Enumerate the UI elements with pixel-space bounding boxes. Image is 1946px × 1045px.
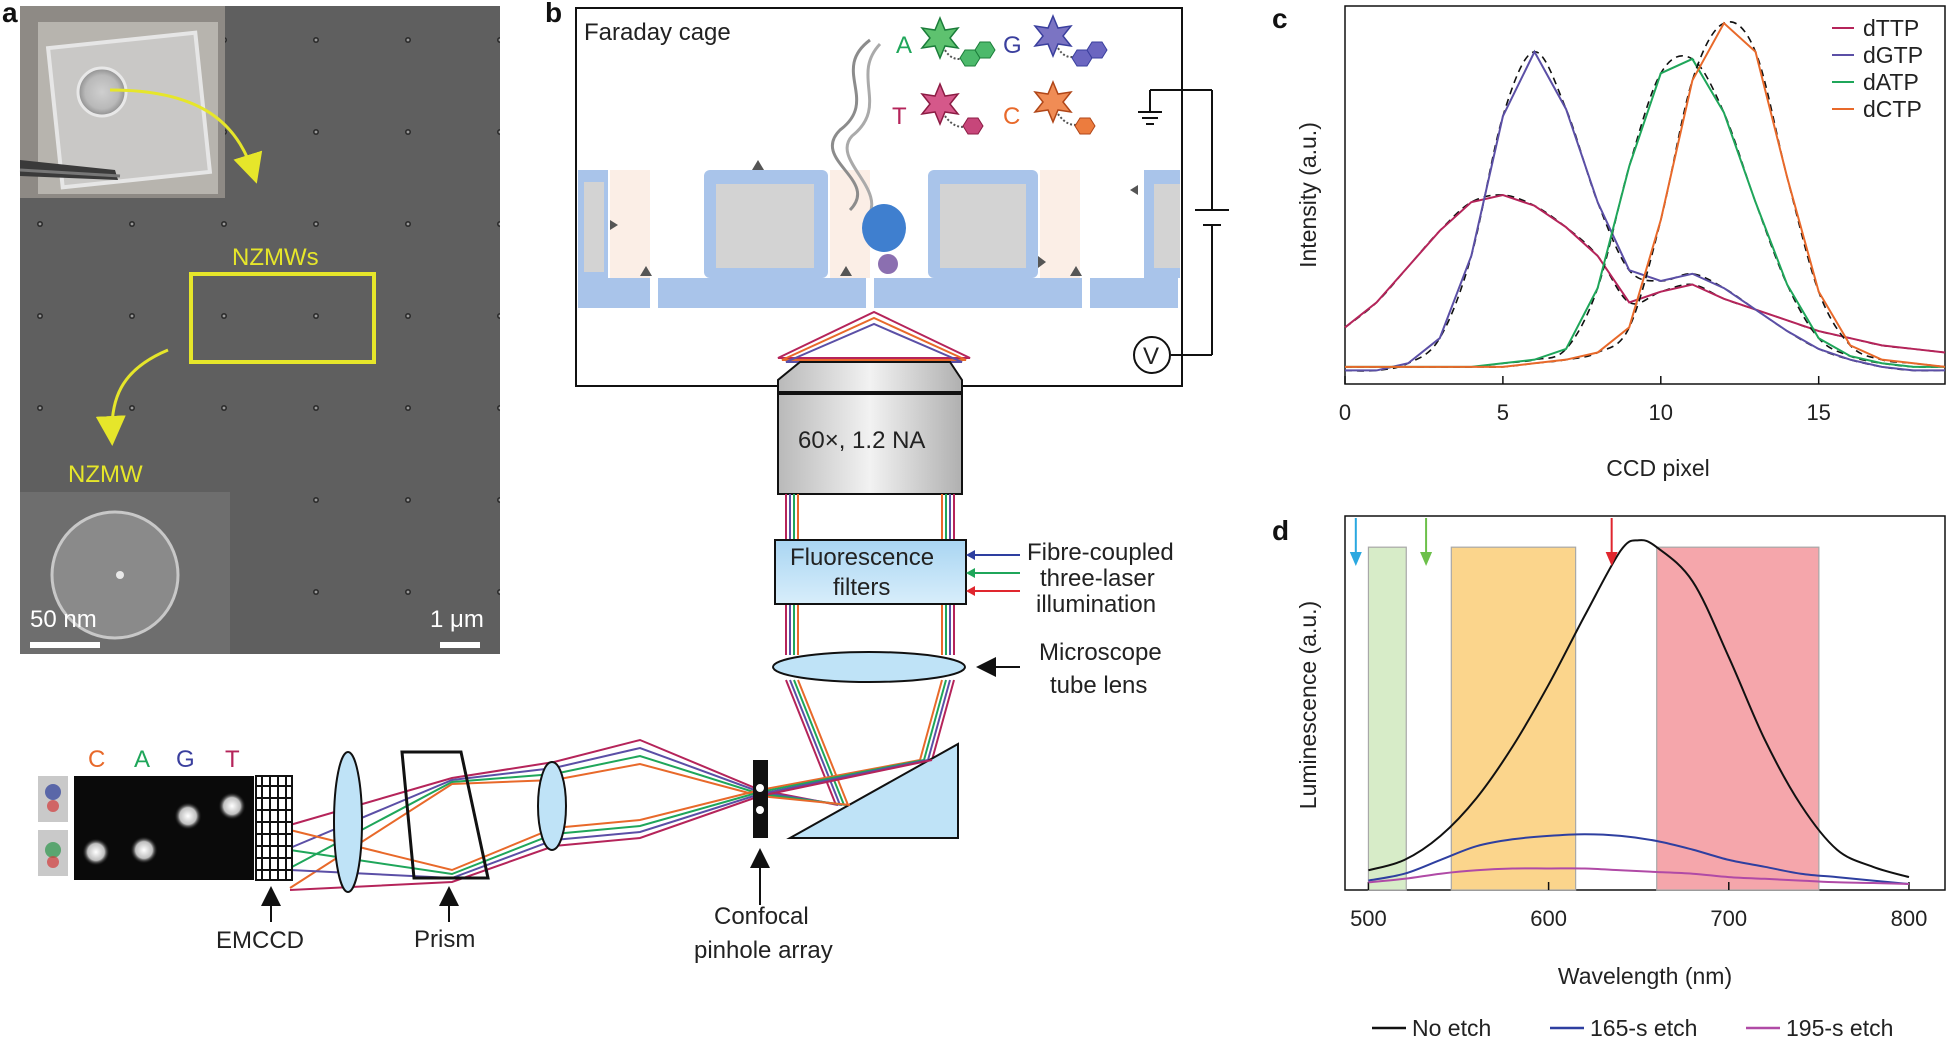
panel-a: a NZMWs NZMW 50 nm 1 μm xyxy=(2,0,500,654)
tube-label-2: tube lens xyxy=(1050,672,1147,699)
nucleotide-a: A xyxy=(896,32,912,59)
chart-d-laser-arrowhead-2 xyxy=(1605,552,1618,566)
chip-photo-inset xyxy=(19,6,225,198)
filters-label-2: filters xyxy=(833,574,890,601)
pinhole-label-2: pinhole array xyxy=(694,937,833,964)
chart-d-series-0 xyxy=(1368,539,1910,879)
nucleotide-c: C xyxy=(1003,103,1020,130)
chart-c-tick-label-3: 15 xyxy=(1806,400,1830,425)
tube-label-1: Microscope xyxy=(1039,639,1162,666)
filters-label-1: Fluorescence xyxy=(790,544,934,571)
chart-d-legend-label-1: 165-s etch xyxy=(1590,1015,1697,1041)
panel-b-letter: b xyxy=(545,0,562,28)
chart-d-series xyxy=(1368,539,1910,885)
chart-d-frame xyxy=(1344,515,1946,891)
pinhole-array xyxy=(753,760,768,838)
nucleotide-g: G xyxy=(1003,32,1022,59)
chart-d-tick-label-1: 600 xyxy=(1530,906,1567,931)
panel-d-chart: d 500 600 700 800 No etch 165-s etch 195-s et… xyxy=(1272,515,1946,1041)
laser-label-3: illumination xyxy=(1036,591,1156,618)
mirror-prism xyxy=(786,742,959,839)
chart-c-legend-label-2: dATP xyxy=(1863,69,1919,95)
objective-label: 60×, 1.2 NA xyxy=(798,427,925,454)
scale-large-label: 1 μm xyxy=(430,606,484,633)
laser-label-1: Fibre-coupled xyxy=(1027,539,1174,566)
circuit xyxy=(1138,89,1229,356)
laser-arrows xyxy=(966,550,1020,596)
nucleotide-legend: A G T C xyxy=(892,14,1108,135)
chart-c-legend-label-3: dCTP xyxy=(1863,96,1922,122)
chart-c-legend-label-1: dGTP xyxy=(1863,42,1923,68)
nzmw-zoom-arrow xyxy=(95,348,169,446)
ccd-letter-a: A xyxy=(134,746,150,773)
ccd-letter-t: T xyxy=(225,746,240,773)
chart-d-legend-label-0: No etch xyxy=(1412,1015,1491,1041)
chart-c-frame xyxy=(1344,5,1946,385)
voltmeter-label: V xyxy=(1143,343,1159,370)
chart-d-bands xyxy=(1367,546,1820,891)
panel-c-letter: c xyxy=(1272,3,1288,34)
pinhole-label-1: Confocal xyxy=(714,903,809,930)
laser-label-2: three-laser xyxy=(1040,565,1155,592)
chart-d-tick-label-3: 800 xyxy=(1891,906,1928,931)
nucleotide-t: T xyxy=(892,103,907,130)
objective-lens xyxy=(777,310,971,495)
chart-c-x-ticks: 0 5 10 15 xyxy=(1339,376,1831,425)
tube-lens xyxy=(772,651,966,683)
chart-d-band-0 xyxy=(1367,546,1407,891)
chart-d-series-1 xyxy=(1368,833,1910,885)
chart-d-legend: No etch 165-s etch 195-s etch xyxy=(1372,1015,1893,1041)
photo-to-chip-arrow xyxy=(109,88,263,184)
ccd-letter-g: G xyxy=(176,746,195,773)
chart-c-series-dCTP xyxy=(1345,21,1946,368)
faraday-cage-label: Faraday cage xyxy=(584,19,731,46)
panel-a-letter: a xyxy=(2,0,18,28)
chart-d-tick-label-2: 700 xyxy=(1710,906,1747,931)
scale-small-bar xyxy=(30,642,100,648)
scale-small-label: 50 nm xyxy=(30,606,97,633)
nzmws-label: NZMWs xyxy=(232,244,319,271)
chart-d-laser-arrows xyxy=(1349,518,1618,566)
voltmeter xyxy=(1133,336,1171,374)
nzmws-box xyxy=(189,272,376,364)
prism-label: Prism xyxy=(414,926,475,953)
chart-d-ylabel: Luminescence (a.u.) xyxy=(1295,601,1321,809)
nzmw-membrane xyxy=(578,38,1180,310)
fluorescence-filters xyxy=(774,539,967,605)
relay-lens xyxy=(537,761,567,851)
beam-vertical xyxy=(785,494,955,806)
nzmw-label: NZMW xyxy=(68,461,143,488)
faraday-cage-box xyxy=(575,7,1183,387)
beam-horizontal xyxy=(289,738,933,891)
chart-d-xlabel: Wavelength (nm) xyxy=(1558,963,1732,989)
scale-large-bar xyxy=(440,642,480,648)
emccd-label: EMCCD xyxy=(216,927,304,954)
chart-c-legend-label-0: dTTP xyxy=(1863,15,1919,41)
chart-d-band-2 xyxy=(1656,546,1820,891)
chart-d-band-1 xyxy=(1450,546,1577,891)
chart-c-series xyxy=(1344,21,1946,372)
ccd-letter-c: C xyxy=(88,746,105,773)
chart-c-tick-label-2: 10 xyxy=(1649,400,1673,425)
chart-d-laser-arrowhead-1 xyxy=(1420,552,1433,566)
panel-b: b Faraday cage A G T C xyxy=(38,0,1229,964)
nzmw-tem-inset xyxy=(20,492,230,654)
chart-d-legend-label-2: 195-s etch xyxy=(1786,1015,1893,1041)
chart-d-tick-label-0: 500 xyxy=(1350,906,1387,931)
chart-c-ylabel: Intensity (a.u.) xyxy=(1295,122,1321,268)
chart-d-laser-arrowhead-0 xyxy=(1349,552,1362,566)
dispersing-prism xyxy=(400,750,490,880)
chart-c-tick-label-0: 0 xyxy=(1339,400,1351,425)
ccd-image xyxy=(38,775,293,881)
chart-d-x-ticks: 500 600 700 800 xyxy=(1350,882,1927,931)
chart-c-tick-label-1: 5 xyxy=(1497,400,1509,425)
chart-c-xlabel: CCD pixel xyxy=(1606,455,1710,481)
panel-d-letter: d xyxy=(1272,515,1289,546)
collimating-lens xyxy=(333,751,363,893)
chart-d-series-2 xyxy=(1368,867,1910,885)
chart-c-fit-dATP xyxy=(1345,55,1946,368)
